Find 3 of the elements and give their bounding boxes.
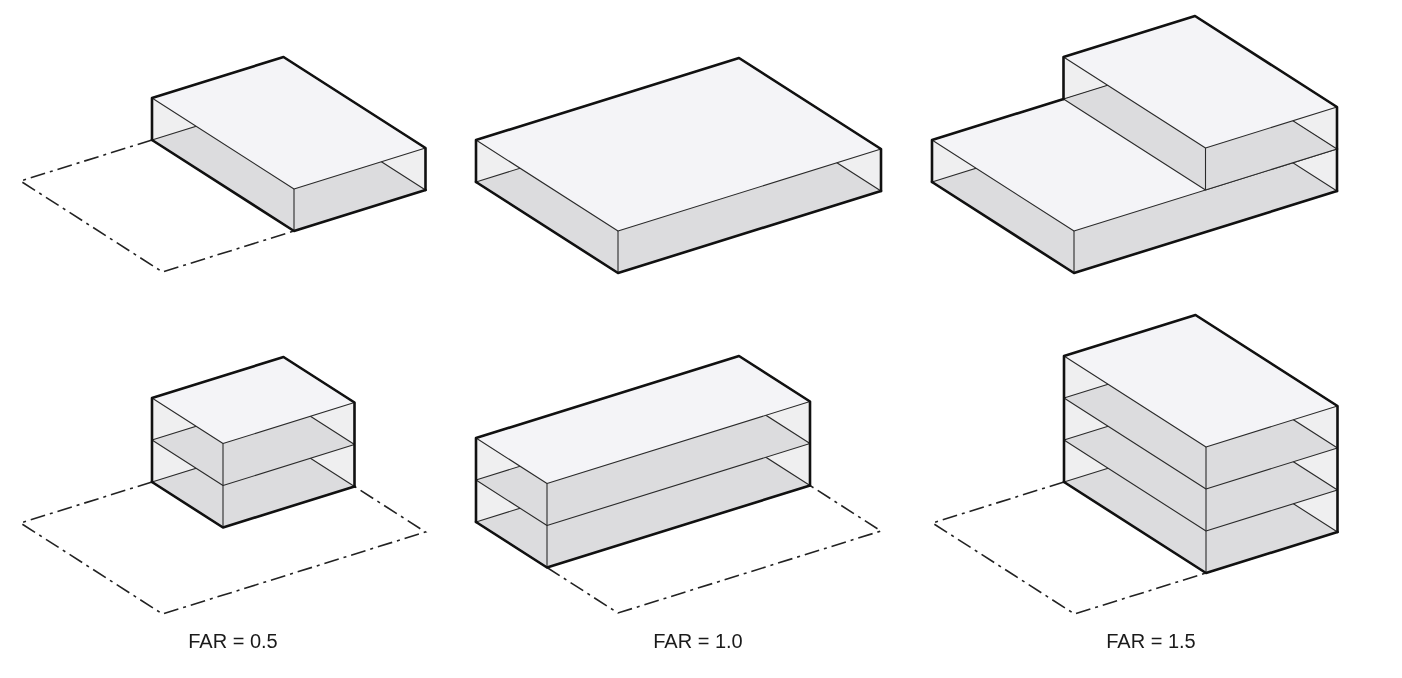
far-caption: FAR = 1.0: [653, 631, 743, 651]
far-caption: FAR = 1.5: [1106, 631, 1196, 651]
far-caption: FAR = 0.5: [188, 631, 278, 651]
